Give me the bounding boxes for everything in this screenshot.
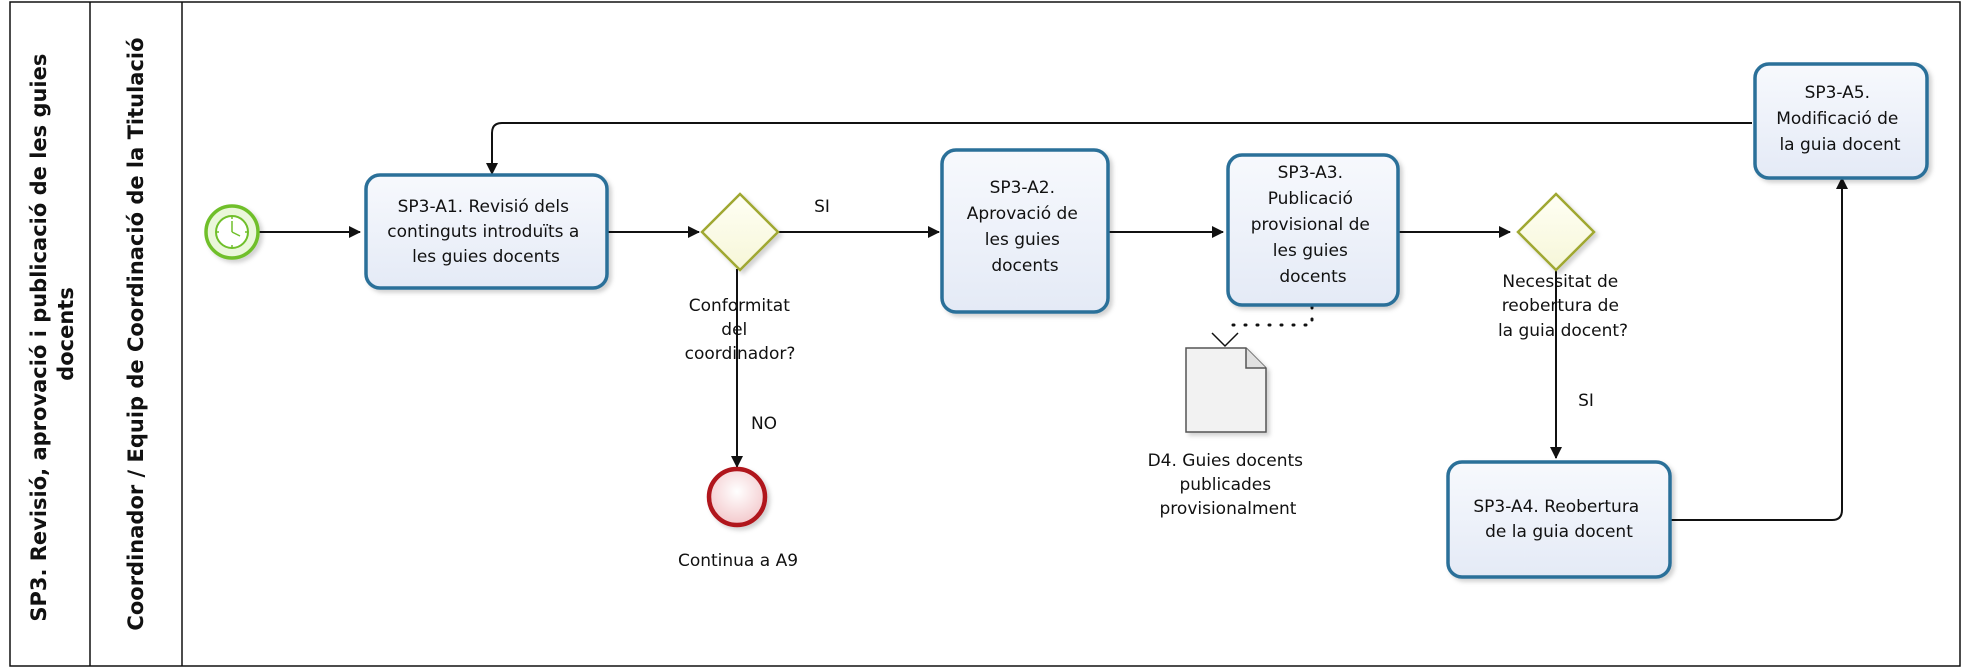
sequence-flows	[259, 122, 1848, 521]
flow-a4-to-a5	[1670, 177, 1848, 521]
flow-label-si: SI	[814, 197, 830, 217]
pool-title: SP3. Revisió, aprovació i publicació de …	[27, 46, 78, 621]
start-event	[204, 204, 260, 260]
flow-label-si-2: SI	[1578, 391, 1594, 411]
gateway-conformitat[interactable]	[700, 192, 780, 272]
lane-title: Coordinador / Equip de Coordinació de la…	[124, 37, 148, 630]
task-sp3-a1[interactable]	[364, 173, 609, 290]
lane-title-text: Coordinador / Equip de Coordinació de la…	[124, 37, 148, 630]
data-object-label: D4. Guies docents publicades provisional…	[1148, 451, 1309, 519]
flow-a5-to-a1	[486, 122, 1752, 175]
pool-title-line: SP3. Revisió, aprovació i publicació de …	[27, 54, 51, 622]
task-sp3-a3-label: SP3-A3. Publicació provisional de les gu…	[1251, 163, 1376, 287]
task-sp3-a2-label: SP3-A2. Aprovació de les guies docents	[967, 178, 1083, 276]
end-event	[706, 466, 768, 528]
task-sp3-a5-label: SP3-A5. Modificació de la guia docent	[1776, 83, 1904, 155]
gateway-conformitat-label: Conformitat del coordinador?	[685, 296, 796, 364]
task-sp3-a4-label: SP3-A4. Reobertura de la guia docent	[1473, 497, 1644, 542]
gateway-necessitat[interactable]	[1516, 192, 1596, 272]
gateway-necessitat-label: Necessitat de reobertura de la guia doce…	[1498, 272, 1628, 341]
flow-label-no: NO	[751, 414, 777, 434]
task-sp3-a1-label: SP3-A1. Revisió dels continguts introduï…	[387, 197, 584, 267]
task-sp3-a4[interactable]	[1446, 460, 1672, 579]
data-object-icon	[1185, 347, 1267, 433]
timer-icon	[217, 217, 247, 247]
end-event-label: Continua a A9	[678, 551, 798, 571]
task-sp3-a2[interactable]	[940, 148, 1110, 314]
pool-title-line: docents	[54, 287, 78, 381]
task-sp3-a3[interactable]	[1226, 153, 1400, 307]
data-association-arrow	[1211, 332, 1239, 348]
task-sp3-a5[interactable]	[1753, 62, 1929, 180]
